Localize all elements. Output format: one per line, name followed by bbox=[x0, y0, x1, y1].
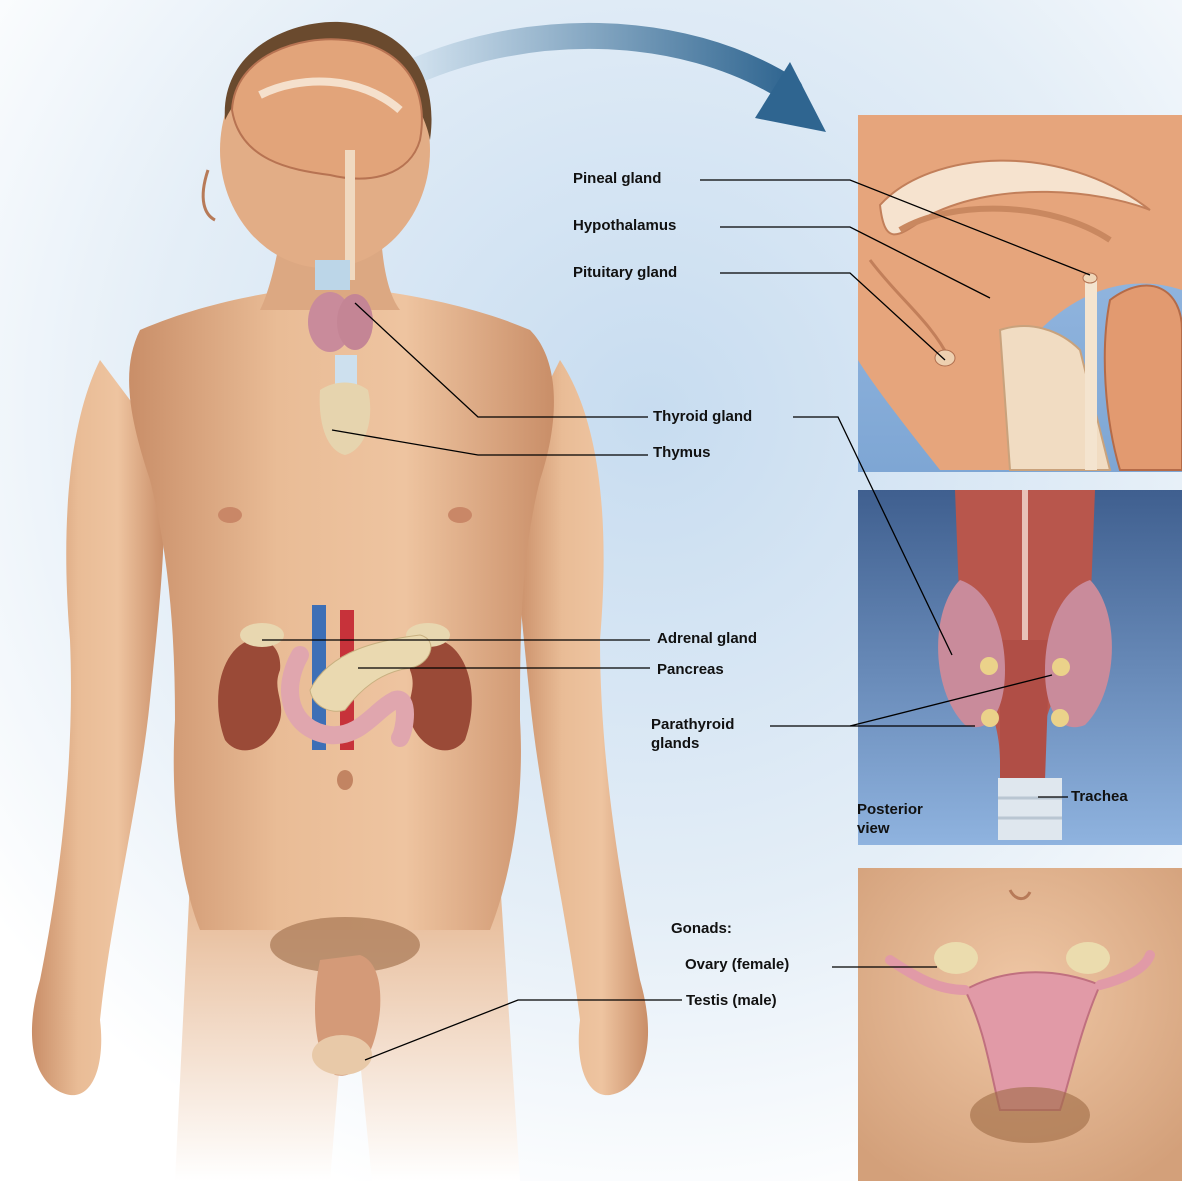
label-ovary: Ovary (female) bbox=[685, 955, 789, 974]
label-parathyroid-line2: glands bbox=[651, 734, 699, 753]
label-pancreas: Pancreas bbox=[657, 660, 724, 679]
trachea-organ bbox=[998, 778, 1062, 840]
ovary-organ bbox=[934, 942, 978, 974]
label-testis: Testis (male) bbox=[686, 991, 777, 1010]
pelvis-panel bbox=[858, 868, 1182, 1181]
label-parathyroid-line1: Parathyroid bbox=[651, 715, 734, 734]
label-posterior-line2: view bbox=[857, 819, 890, 838]
testis-organ bbox=[312, 1035, 372, 1075]
thyroid-panel bbox=[858, 490, 1182, 845]
label-pituitary-gland: Pituitary gland bbox=[573, 263, 677, 282]
brain-panel bbox=[858, 115, 1182, 472]
label-pineal-gland: Pineal gland bbox=[573, 169, 661, 188]
cerebellum bbox=[1105, 286, 1182, 470]
parathyroid-organ bbox=[1052, 658, 1070, 676]
figure-abdominal-organs bbox=[218, 605, 472, 750]
label-posterior-line1: Posterior bbox=[857, 800, 923, 819]
label-gonads: Gonads: bbox=[671, 919, 732, 938]
parathyroid-organ bbox=[980, 657, 998, 675]
label-adrenal-gland: Adrenal gland bbox=[657, 629, 757, 648]
parathyroid-organ bbox=[1051, 709, 1069, 727]
label-trachea: Trachea bbox=[1071, 787, 1128, 806]
parathyroid-organ bbox=[981, 709, 999, 727]
ovary-organ bbox=[1066, 942, 1110, 974]
label-hypothalamus: Hypothalamus bbox=[573, 216, 676, 235]
pituitary-organ bbox=[935, 350, 955, 366]
label-thyroid-gland: Thyroid gland bbox=[653, 407, 752, 426]
label-thymus: Thymus bbox=[653, 443, 711, 462]
